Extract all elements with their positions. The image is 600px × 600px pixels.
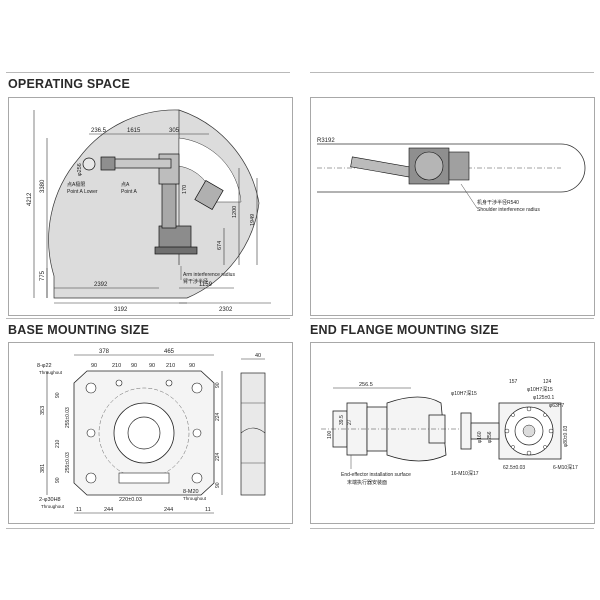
- dim-r3192: R3192: [317, 138, 335, 144]
- dim-through-2: Throughout: [41, 504, 65, 509]
- dim-775: 775: [40, 270, 46, 281]
- dim-90c: 90: [149, 363, 155, 369]
- dim-1615: 1615: [127, 128, 141, 134]
- dim-255-03b: 255±0.03: [65, 452, 71, 473]
- section-title-end-flange: END FLANGE MOUNTING SIZE: [310, 323, 499, 337]
- divider-top-right: [310, 72, 594, 73]
- dim-378: 378: [99, 349, 110, 355]
- operating-space-side-view-drawing: 4212 3380 775 2392 3192 1159 2302 236.5 …: [27, 109, 271, 313]
- robot-body: [82, 153, 224, 255]
- dim-phi80: φ80±0.03: [563, 426, 569, 447]
- envelope-inner-cut: [178, 137, 242, 203]
- dim-381: 381: [40, 464, 46, 473]
- dim-465: 465: [164, 349, 175, 355]
- dim-157: 157: [509, 379, 518, 385]
- dim-39-5: 39.5: [339, 415, 345, 425]
- section-title-operating-space: OPERATING SPACE: [8, 77, 130, 91]
- dim-27: 27: [347, 419, 353, 425]
- dim-244a: 244: [104, 507, 113, 513]
- label-shoulder-cn: 机身干涉半径R540: [477, 199, 519, 206]
- dim-6-m10: 6-M10深17: [553, 464, 578, 471]
- label-arm-interference-en: Arm interference radius: [183, 272, 235, 278]
- label-end-effector-en: End-effector installation surface: [341, 472, 411, 478]
- end-flange-panel: 256.5 39.5 27 100 End-effector installat…: [310, 342, 595, 524]
- dim-1159: 1159: [199, 282, 213, 288]
- base-mounting-holes: [85, 379, 203, 484]
- dim-2392: 2392: [94, 282, 108, 288]
- operating-space-top-view-drawing: R3192 机身干涉半径R540 Shoulder interference r…: [317, 138, 586, 213]
- dim-phi256: φ256: [77, 163, 83, 176]
- dim-through-3: Throughout: [183, 496, 207, 501]
- divider-bottom-left: [6, 528, 290, 529]
- dim-phi256: φ256: [487, 431, 493, 443]
- divider-top-left: [6, 72, 290, 73]
- flange-front-view: [460, 402, 562, 460]
- dim-224a: 224: [215, 412, 221, 421]
- top-view-robot: [350, 147, 470, 185]
- divider-mid-left: [6, 318, 290, 319]
- dim-210a: 210: [112, 363, 121, 369]
- dim-8-phi22: 8-φ22: [37, 363, 52, 369]
- operating-space-top-view-panel: R3192 机身干涉半径R540 Shoulder interference r…: [310, 97, 595, 316]
- label-arm-interference-cn: 臂干涉半径: [183, 278, 208, 285]
- dim-244b: 244: [164, 507, 173, 513]
- divider-bottom-right: [310, 528, 594, 529]
- dim-90f: 90: [55, 477, 61, 483]
- dim-phi125: φ125±0.1: [533, 395, 554, 401]
- dim-phi63: φ63H7: [549, 403, 564, 409]
- dim-124: 124: [543, 379, 552, 385]
- section-title-base-mounting: BASE MOUNTING SIZE: [8, 323, 150, 337]
- dim-3192: 3192: [114, 307, 128, 313]
- dim-phi10h7-15: φ10H7深15: [451, 390, 477, 397]
- label-point-a-lower-en: Point A Lower: [67, 189, 98, 195]
- label-end-effector-cn: 末端执行器安装面: [347, 479, 387, 486]
- end-flange-drawing: 256.5 39.5 27 100 End-effector installat…: [321, 379, 578, 486]
- dim-4212: 4212: [27, 192, 33, 206]
- label-shoulder-en: Shoulder interference radius: [477, 207, 540, 213]
- dim-through-1: Throughout: [39, 370, 63, 375]
- dim-11a: 11: [76, 507, 82, 513]
- dim-256-5: 256.5: [359, 382, 373, 388]
- dim-100: 100: [327, 430, 333, 439]
- dim-62-5: 62.5±0.03: [503, 465, 525, 471]
- dim-305: 305: [169, 128, 180, 134]
- dim-90g: 90: [215, 382, 221, 388]
- dim-90e: 90: [55, 392, 61, 398]
- dim-220-03: 220±0.03: [119, 497, 142, 503]
- divider-mid-right: [310, 318, 594, 319]
- dim-40: 40: [255, 353, 261, 359]
- dim-353: 353: [40, 406, 46, 415]
- dim-phi10h7-15b: φ10H7深15: [527, 386, 553, 393]
- dim-8-m20: 8-M20: [183, 489, 199, 495]
- dim-210b: 210: [166, 363, 175, 369]
- base-mounting-drawing: 378 465 8-φ22 Throughout 90 210 90 90 21…: [37, 349, 266, 514]
- dim-16-m10: 16-M10深17: [451, 470, 479, 477]
- label-point-a-en: Point A: [121, 189, 138, 195]
- work-envelope-area: [48, 109, 260, 299]
- base-side-section: [240, 372, 266, 496]
- label-point-a-lower-cn: 点A极限: [67, 181, 85, 188]
- flange-side-view: [321, 396, 461, 462]
- dim-1949: 1949: [250, 214, 256, 226]
- dim-2302: 2302: [219, 307, 233, 313]
- operating-space-side-view-panel: 4212 3380 775 2392 3192 1159 2302 236.5 …: [8, 97, 293, 316]
- label-point-a-cn: 点A: [121, 182, 130, 188]
- dim-90a: 90: [91, 363, 97, 369]
- dim-phi160: φ160: [477, 431, 483, 443]
- dim-90h: 90: [215, 482, 221, 488]
- dim-210c: 210: [55, 439, 61, 448]
- dim-224b: 224: [215, 452, 221, 461]
- base-mounting-panel: 378 465 8-φ22 Throughout 90 210 90 90 21…: [8, 342, 293, 524]
- dim-674: 674: [217, 241, 223, 250]
- dim-11b: 11: [205, 507, 211, 513]
- dim-90b: 90: [131, 363, 137, 369]
- dim-255-03a: 255±0.03: [65, 407, 71, 428]
- dim-170: 170: [182, 185, 188, 194]
- dim-3380: 3380: [40, 179, 46, 193]
- dim-1200: 1200: [232, 206, 238, 218]
- dim-90d: 90: [189, 363, 195, 369]
- dim-236-5: 236.5: [91, 128, 107, 134]
- dim-2-phi30h8: 2-φ30H8: [39, 497, 61, 503]
